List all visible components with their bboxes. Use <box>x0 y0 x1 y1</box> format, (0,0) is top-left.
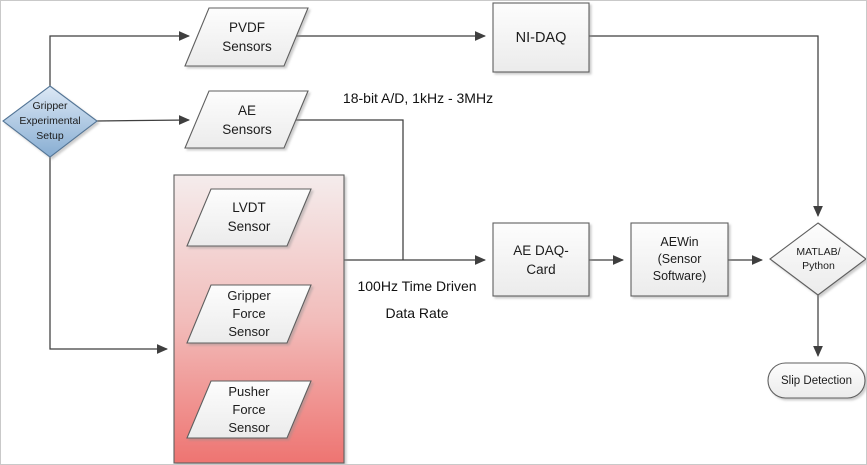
aewin-shape <box>630 222 729 297</box>
pusher-force-sensor-shape <box>186 380 312 439</box>
gripper-force-sensor-shape <box>186 284 312 344</box>
ad-spec-annotation: 18-bit A/D, 1kHz - 3MHz <box>342 90 494 106</box>
line-ae-to-junction <box>295 119 404 260</box>
lvdt-sensor-shape <box>186 188 312 247</box>
pvdf-sensors-shape <box>184 7 309 67</box>
arrow-setup-to-ae <box>96 115 190 126</box>
arrow-setup-to-pvdf <box>49 31 191 86</box>
slip-detection-shape <box>767 362 866 399</box>
matlab-python-decision-shape <box>769 222 866 296</box>
arrow-setup-to-force-group <box>49 157 169 354</box>
ae-daq-card-shape <box>492 222 590 297</box>
ni-daq-shape <box>492 2 590 73</box>
ae-sensors-shape <box>184 90 309 149</box>
data-rate-annotation: 100Hz Time Driven Data Rate <box>357 278 477 321</box>
gripper-setup-decision-shape <box>2 85 98 158</box>
arrow-nidaq-to-matlab <box>589 35 823 218</box>
